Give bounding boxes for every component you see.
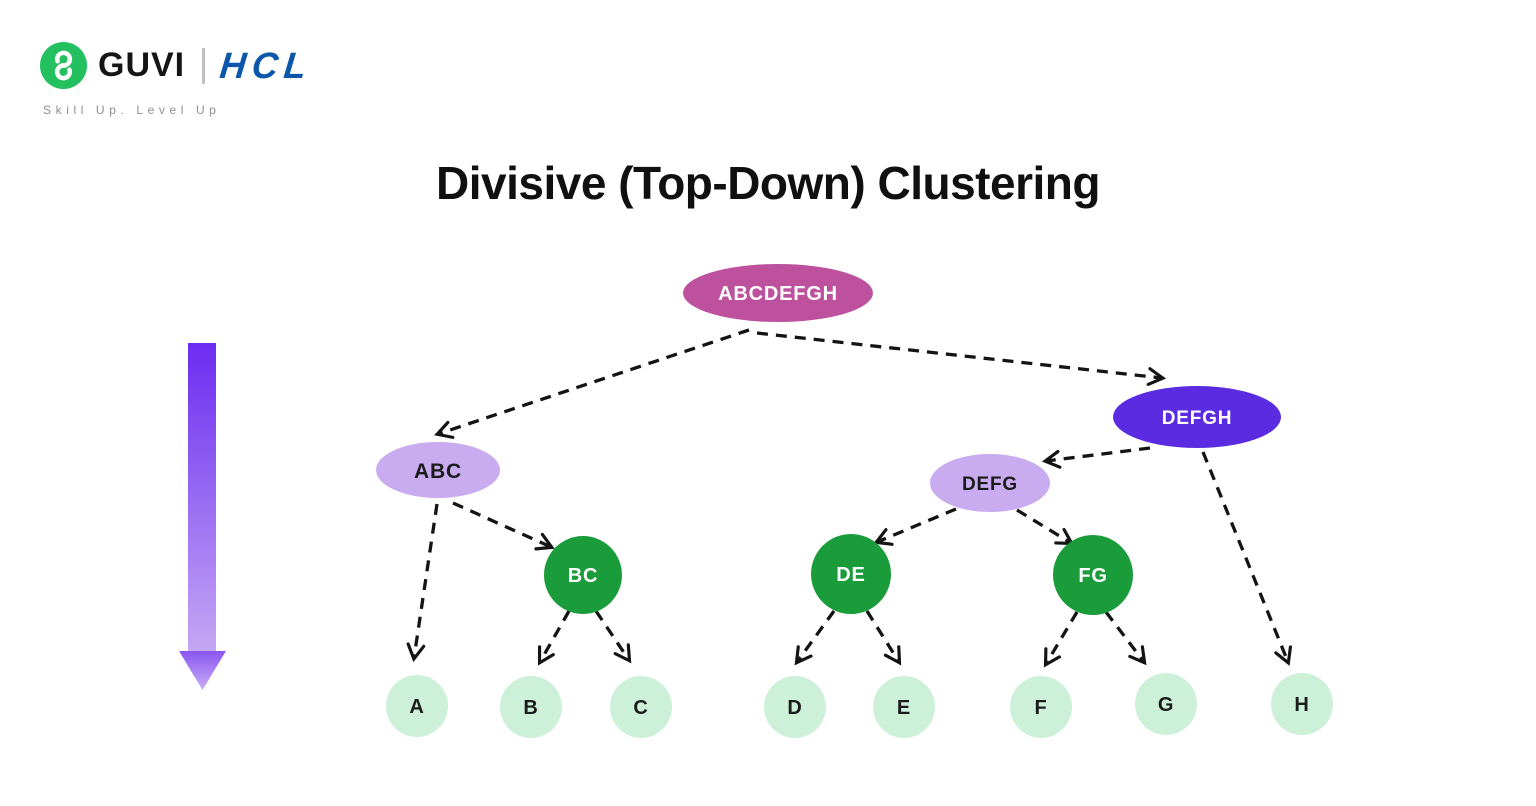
- edge-defgh-defg: [1041, 446, 1151, 469]
- node-f-label: F: [1034, 697, 1047, 719]
- node-defg: [930, 454, 1050, 512]
- node-abc-label: ABC: [414, 460, 462, 483]
- node-e: [873, 676, 935, 738]
- edge-fg-g: [1104, 611, 1147, 666]
- cluster-nodes: ABCDEFGH DEFGH ABC DEFG BC DE FG: [376, 264, 1281, 615]
- brand-header: GUVI HCL: [40, 42, 314, 89]
- node-c-label: C: [633, 697, 648, 719]
- node-e-label: E: [897, 697, 911, 719]
- page-title: Divisive (Top-Down) Clustering: [436, 157, 1100, 209]
- top-down-flow-arrow: [179, 343, 226, 690]
- leaf-nodes: A B C D E F G H: [386, 673, 1333, 738]
- guvi-logo-text: GUVI: [98, 46, 186, 84]
- node-a: [386, 675, 448, 737]
- node-de-label: DE: [836, 564, 865, 586]
- edge-abcdefgh-abc: [434, 328, 750, 439]
- node-defgh-label: DEFGH: [1162, 408, 1233, 429]
- edge-abc-bc: [452, 501, 555, 551]
- edge-defgh-h: [1201, 451, 1293, 666]
- node-f: [1010, 676, 1072, 738]
- flow-arrow-head: [179, 651, 226, 690]
- edge-defg-fg: [1016, 508, 1075, 546]
- logo-separator: [202, 47, 206, 84]
- node-d: [764, 676, 826, 738]
- edge-de-e: [865, 610, 902, 666]
- node-abc: [376, 442, 500, 498]
- node-c: [610, 676, 672, 738]
- node-a-label: A: [409, 696, 424, 718]
- edge-abc-a: [406, 503, 439, 663]
- node-bc-label: BC: [568, 565, 599, 587]
- edge-fg-f: [1043, 611, 1079, 668]
- node-abcdefgh-label: ABCDEFGH: [718, 283, 838, 305]
- edge-bc-b: [537, 610, 571, 666]
- node-fg-label: FG: [1078, 565, 1107, 587]
- edge-abcdefgh-defgh: [756, 331, 1167, 386]
- node-defgh: [1113, 386, 1281, 448]
- node-b-label: B: [523, 697, 538, 719]
- node-d-label: D: [787, 697, 802, 719]
- guvi-logo-icon: [40, 42, 87, 89]
- node-defg-label: DEFG: [962, 474, 1018, 495]
- node-g: [1135, 673, 1197, 735]
- node-bc: [544, 536, 622, 614]
- flow-arrow-shaft: [188, 343, 216, 651]
- edge-defg-de: [873, 507, 957, 546]
- brand-tagline: Skill Up. Level Up: [43, 103, 221, 117]
- node-g-label: G: [1158, 694, 1174, 716]
- node-b: [500, 676, 562, 738]
- node-de: [811, 534, 891, 614]
- node-abcdefgh: [683, 264, 873, 322]
- edge-bc-c: [594, 610, 632, 664]
- node-fg: [1053, 535, 1133, 615]
- node-h: [1271, 673, 1333, 735]
- node-h-label: H: [1294, 694, 1309, 716]
- edge-de-d: [794, 610, 836, 666]
